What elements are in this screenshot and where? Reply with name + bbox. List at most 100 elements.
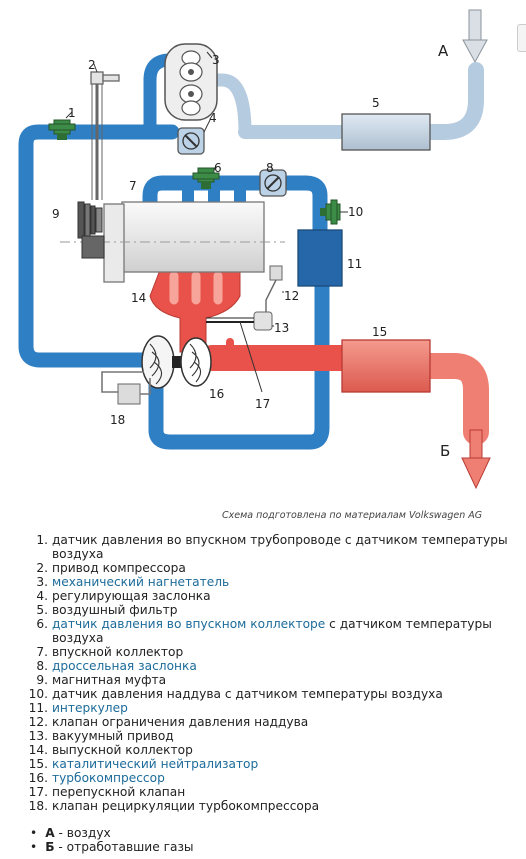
air-duct-blue xyxy=(18,53,330,450)
legend-suffix: с датчиком температуры воздуха xyxy=(52,617,492,645)
compressor-drive xyxy=(90,71,120,200)
legend-text: интеркулер xyxy=(52,701,514,715)
legend-number: 1. xyxy=(36,533,48,547)
legend-number: 14. xyxy=(28,743,48,757)
component-legend: 1. датчик давления во впускном трубопрово… xyxy=(24,533,514,813)
legend-item: 2. привод компрессора xyxy=(24,561,514,575)
legend-label: датчик давления наддува с датчиком темпе… xyxy=(52,687,443,701)
legend-item: 6. датчик давления во впускном коллекторе… xyxy=(24,617,514,645)
legend-text: магнитная муфта xyxy=(52,673,514,687)
callout-15: 15 xyxy=(372,325,387,339)
legend-text: воздушный фильтр xyxy=(52,603,514,617)
legend-text: дроссельная заслонка xyxy=(52,659,514,673)
callout-8: 8 xyxy=(266,161,274,175)
manifold-pressure-sensor xyxy=(192,167,220,189)
legend-text: впускной коллектор xyxy=(52,645,514,659)
legend-text: привод компрессора xyxy=(52,561,514,575)
legend-item: 12.клапан ограничения давления наддува xyxy=(24,715,514,729)
legend-link[interactable]: дроссельная заслонка xyxy=(52,659,197,673)
legend-text: датчик давления во впускном коллекторе с… xyxy=(52,617,514,645)
legend-label: клапан ограничения давления наддува xyxy=(52,715,309,729)
legend-item: 18.клапан рециркуляции турбокомпрессора xyxy=(24,799,514,813)
callout-11: 11 xyxy=(347,257,362,271)
exhaust-duct xyxy=(199,338,489,445)
callout-9: 9 xyxy=(52,207,60,221)
callout-1: 1 xyxy=(68,106,76,120)
engine-block xyxy=(60,201,285,283)
legend-label: вакуумный привод xyxy=(52,729,174,743)
legend-text: регулирующая заслонка xyxy=(52,589,514,603)
legend-text: датчик давления во впускном трубопроводе… xyxy=(52,533,514,561)
legend-label: магнитная муфта xyxy=(52,673,167,687)
legend-number: 2. xyxy=(36,561,48,575)
legend-text: выпускной коллектор xyxy=(52,743,514,757)
legend-label: датчик давления во впускном трубопроводе… xyxy=(52,533,508,561)
key-item: А - воздух xyxy=(30,826,194,840)
legend-link[interactable]: механический нагнетатель xyxy=(52,575,230,589)
legend-link[interactable]: интеркулер xyxy=(52,701,128,715)
legend-number: 5. xyxy=(36,603,48,617)
intake-duct-light xyxy=(208,62,484,140)
legend-text: турбокомпрессор xyxy=(52,771,514,785)
callout-16: 16 xyxy=(209,387,224,401)
callout-14: 14 xyxy=(131,291,146,305)
callout-13: 13 xyxy=(274,321,289,335)
legend-item: 5. воздушный фильтр xyxy=(24,603,514,617)
throttle-valve xyxy=(259,169,287,197)
legend-item: 4. регулирующая заслонка xyxy=(24,589,514,603)
callout-6: 6 xyxy=(214,161,222,175)
legend-text: клапан рециркуляции турбокомпрессора xyxy=(52,799,514,813)
air-filter xyxy=(341,113,431,151)
intake-manifold xyxy=(182,180,246,210)
legend-label: регулирующая заслонка xyxy=(52,589,211,603)
legend-item: 10.датчик давления наддува с датчиком те… xyxy=(24,687,514,701)
recirculation-valve xyxy=(101,371,151,405)
legend-item: 7.впускной коллектор xyxy=(24,645,514,659)
callout-18: 18 xyxy=(110,413,125,427)
key-text: - воздух xyxy=(54,826,111,840)
legend-number: 6. xyxy=(36,617,48,631)
leader-lines xyxy=(65,51,348,393)
legend-number: 17. xyxy=(28,785,48,799)
legend-item: 16. турбокомпрессор xyxy=(24,771,514,785)
callout-10: 10 xyxy=(348,205,363,219)
magnetic-clutch xyxy=(77,201,105,259)
legend-item: 13.вакуумный привод xyxy=(24,729,514,743)
legend-number: 11. xyxy=(28,701,48,715)
legend-text: датчик давления наддува с датчиком темпе… xyxy=(52,687,514,701)
legend-item: 1. датчик давления во впускном трубопрово… xyxy=(24,533,514,561)
legend-label: перепускной клапан xyxy=(52,785,186,799)
catalytic-converter xyxy=(341,339,431,393)
legend-text: каталитический нейтрализатор xyxy=(52,757,514,771)
callout-3: 3 xyxy=(212,53,220,67)
legend-item: 14. выпускной коллектор xyxy=(24,743,514,757)
wastegate-control xyxy=(206,265,283,331)
air-inlet-arrow xyxy=(462,9,488,64)
mechanical-supercharger xyxy=(164,43,218,121)
legend-item: 11. интеркулер xyxy=(24,701,514,715)
callout-4: 4 xyxy=(209,111,217,125)
legend-item: 3. механический нагнетатель xyxy=(24,575,514,589)
legend-item: 15.каталитический нейтрализатор xyxy=(24,757,514,771)
legend-item: 8.дроссельная заслонка xyxy=(24,659,514,673)
legend-number: 4. xyxy=(36,589,48,603)
legend-item: 9.магнитная муфта xyxy=(24,673,514,687)
legend-number: 16. xyxy=(28,771,48,785)
legend-item: 17. перепускной клапан xyxy=(24,785,514,799)
legend-link[interactable]: датчик давления во впускном коллекторе xyxy=(52,617,326,631)
legend-text: вакуумный привод xyxy=(52,729,514,743)
flow-key: А - воздухБ - отработавшие газы xyxy=(30,826,194,854)
callout-2: 2 xyxy=(88,58,96,72)
legend-link[interactable]: турбокомпрессор xyxy=(52,771,165,785)
legend-number: 3. xyxy=(36,575,48,589)
callout-7: 7 xyxy=(129,179,137,193)
control-flap xyxy=(177,127,205,155)
legend-label: клапан рециркуляции турбокомпрессора xyxy=(52,799,320,813)
legend-label: впускной коллектор xyxy=(52,645,184,659)
legend-link[interactable]: каталитический нейтрализатор xyxy=(52,757,259,771)
key-item: Б - отработавшие газы xyxy=(30,840,193,854)
supercharger-turbo-scheme: 1 2 3 4 5 6 7 8 9 10 11 12 13 14 15 16 1… xyxy=(18,9,491,490)
figure-credit: Схема подготовлена по материалам Volkswa… xyxy=(222,510,483,521)
intake-pressure-sensor xyxy=(48,119,76,140)
intercooler xyxy=(297,229,343,287)
